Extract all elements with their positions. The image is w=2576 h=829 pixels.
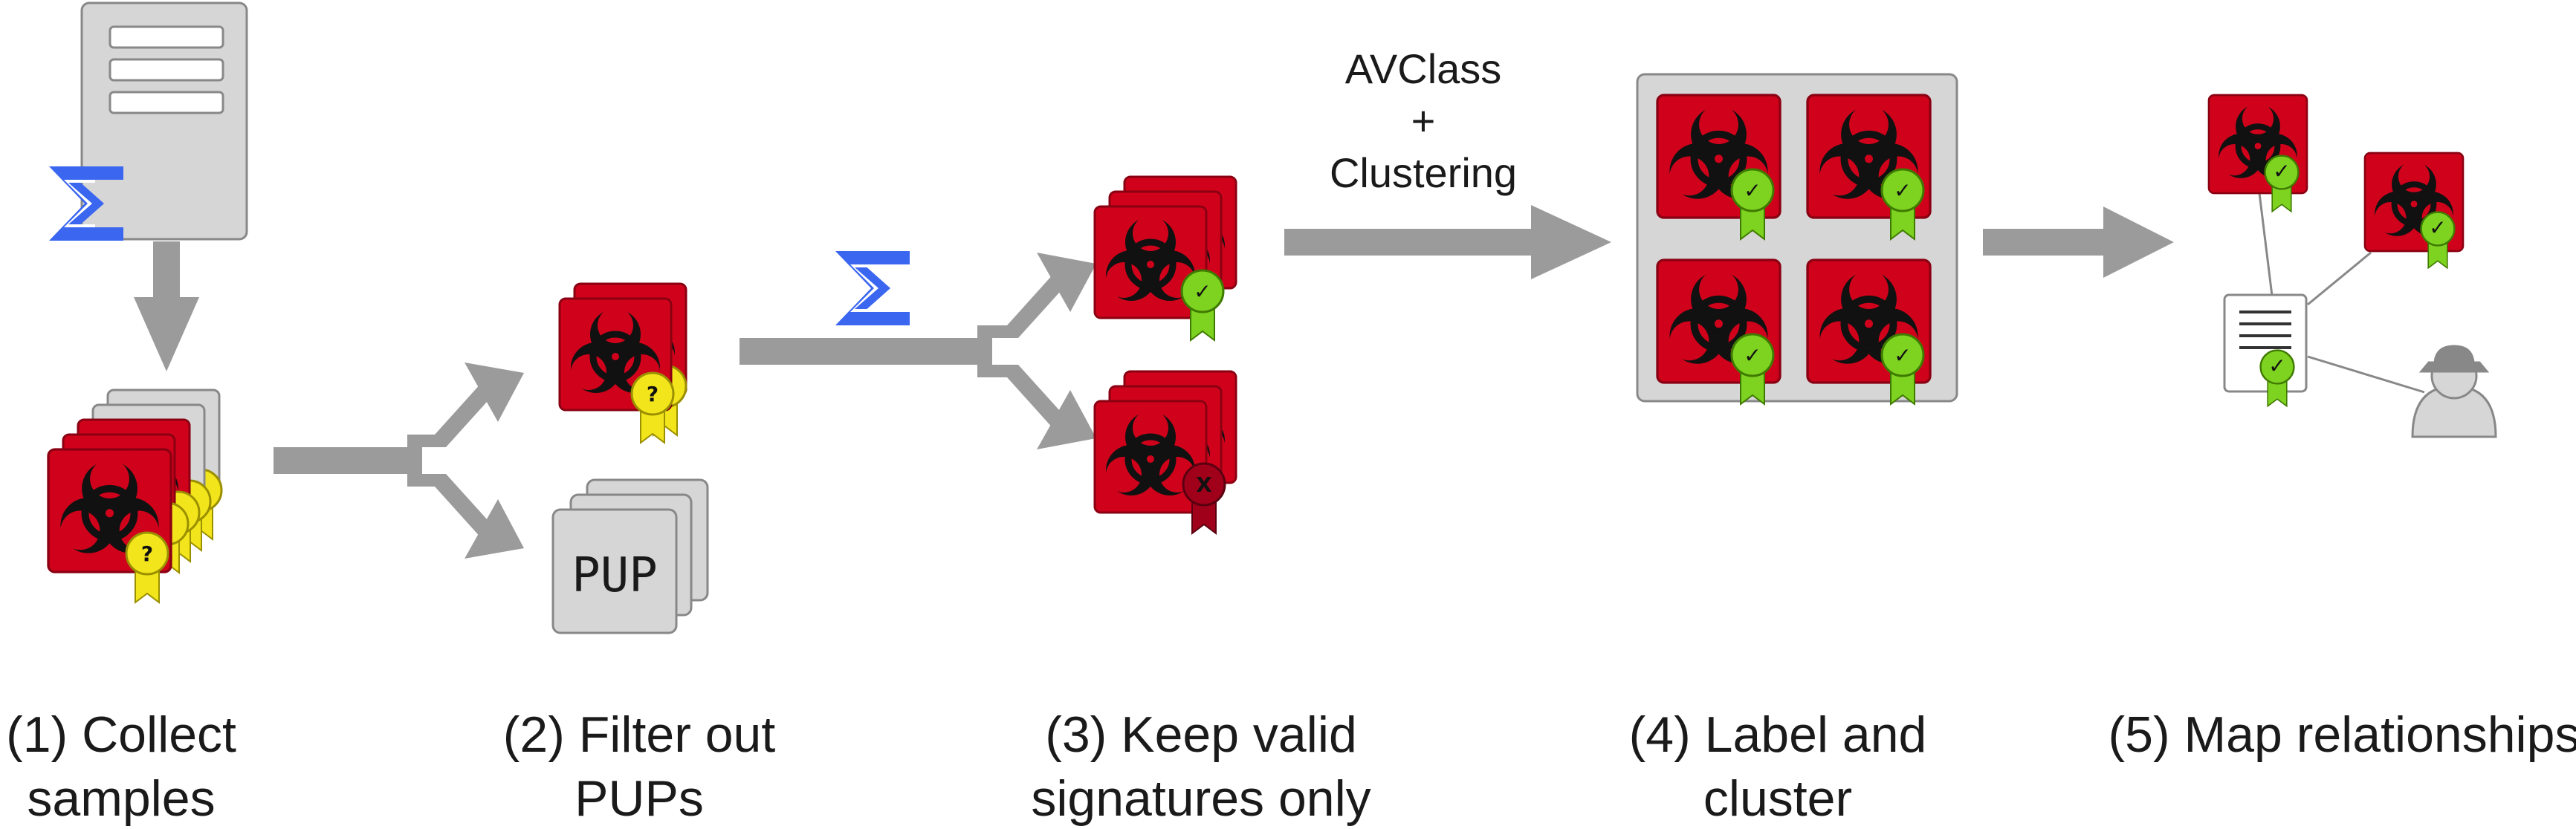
stage-1-label-line2: samples — [27, 770, 215, 827]
stage-2-filter: ? PUP — [551, 284, 709, 634]
person-icon — [2411, 345, 2497, 438]
stage-4-label-cluster: ✓ ✓ ✓ ✓ — [1636, 73, 1958, 406]
svg-text:✓: ✓ — [2273, 159, 2290, 183]
cluster-sample-icon: ✓ — [1657, 95, 1780, 241]
unknown-seal-icon: ? — [125, 531, 169, 604]
cluster-sample-icon: ✓ — [1657, 260, 1780, 406]
svg-text:?: ? — [647, 382, 658, 406]
related-sample-icon: ✓ — [2365, 153, 2463, 269]
stage-4-label: (4) Label and — [1629, 706, 1927, 763]
pup-card-icon: PUP — [551, 478, 709, 634]
invalid-seal-icon: X — [1182, 462, 1226, 535]
server-icon — [80, 1, 248, 241]
right-arrow-icon — [1983, 207, 2174, 278]
valid-seal-icon: ✓ — [1180, 269, 1225, 342]
split-arrow-icon — [274, 363, 524, 559]
svg-text:✓: ✓ — [1744, 343, 1761, 368]
malware-stack-icon: ? — [560, 284, 687, 444]
virustotal-sigma-icon — [835, 251, 910, 325]
down-arrow-icon — [134, 241, 199, 371]
svg-text:AVClass: AVClass — [1345, 45, 1502, 92]
stage-2-label-line2: PUPs — [575, 770, 704, 827]
related-sample-icon: ✓ — [2209, 95, 2307, 212]
cluster-sample-icon: ✓ — [1808, 260, 1930, 406]
valid-signed-stack-icon: ✓ — [1095, 177, 1236, 342]
stage-5-label: (5) Map relationships — [2109, 706, 2576, 763]
cluster-sample-icon: ✓ — [1808, 95, 1930, 241]
svg-text:Clustering: Clustering — [1330, 149, 1517, 196]
svg-text:X: X — [1196, 472, 1212, 497]
stage-labels: (1) Collect samples (2) Filter out PUPs … — [6, 706, 2576, 827]
sample-stack-icon: ? — [48, 389, 223, 604]
stage-1-collect: ? — [48, 1, 248, 604]
stage-3-label: (3) Keep valid — [1045, 706, 1357, 763]
stage-3-label-line2: signatures only — [1031, 770, 1370, 827]
certificate-icon: ✓ — [2223, 293, 2308, 407]
stage-5-relationships: ✓ ✓ ✓ — [2209, 95, 2497, 438]
svg-text:✓: ✓ — [2429, 215, 2446, 240]
svg-text:+: + — [1411, 97, 1436, 144]
relationship-lines — [2258, 192, 2425, 394]
stage-3-valid-signatures: ✓ X — [1095, 177, 1236, 535]
right-arrow-icon — [1284, 205, 1611, 279]
avclass-clustering-label: AVClass + Clustering — [1330, 45, 1517, 196]
unknown-seal-icon: ? — [630, 371, 675, 444]
invalid-signed-stack-icon: X — [1095, 371, 1236, 535]
svg-text:✓: ✓ — [1894, 178, 1911, 203]
split-arrow-icon — [740, 253, 1096, 449]
stage-1-label: (1) Collect — [6, 706, 236, 763]
svg-text:✓: ✓ — [2268, 354, 2285, 378]
stage-4-label-line2: cluster — [1703, 770, 1852, 827]
svg-text:✓: ✓ — [1894, 343, 1911, 368]
stage-2-label: (2) Filter out — [503, 706, 776, 763]
svg-text:✓: ✓ — [1744, 178, 1761, 203]
svg-text:?: ? — [141, 542, 153, 566]
svg-text:✓: ✓ — [1194, 279, 1211, 304]
pup-card-text: PUP — [572, 548, 658, 603]
